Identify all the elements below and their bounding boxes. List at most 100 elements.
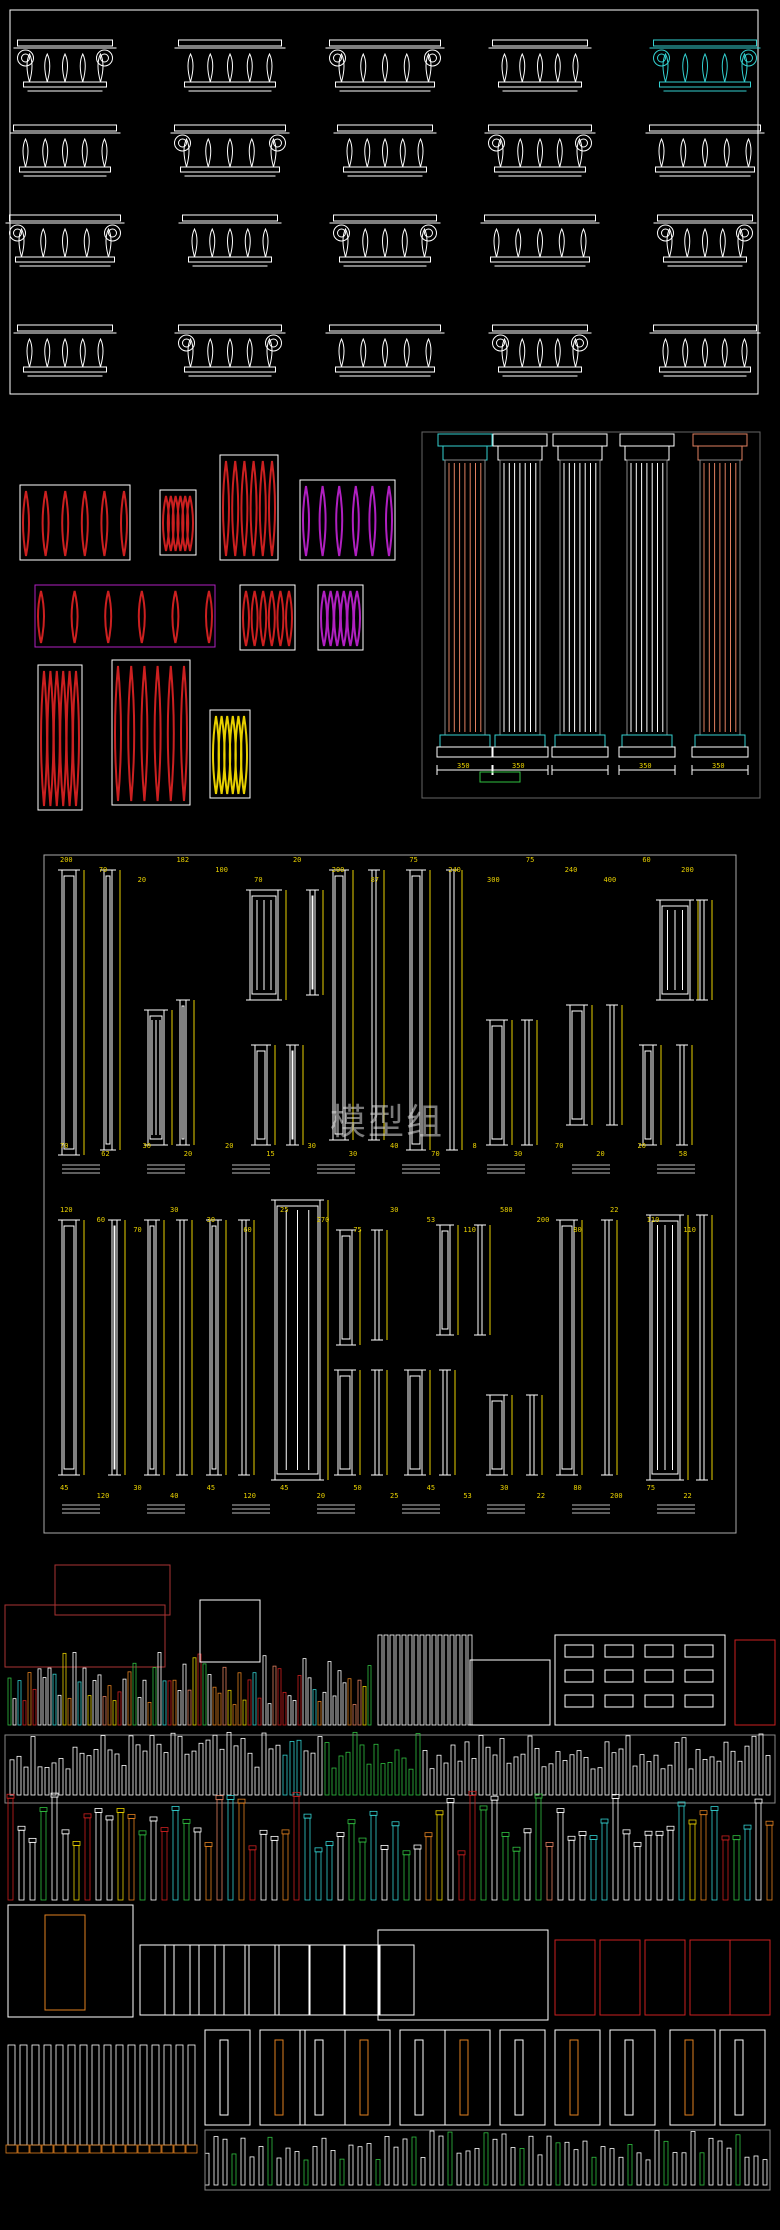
dimension-label: 300 bbox=[487, 876, 500, 884]
ornament-bracket-small bbox=[159, 489, 197, 556]
library-column-icon bbox=[600, 2146, 606, 2186]
acanthus-leaf bbox=[721, 52, 728, 83]
library-column-icon bbox=[167, 1680, 172, 1726]
library-column-icon bbox=[758, 1733, 764, 1796]
library-column-icon bbox=[352, 1704, 357, 1726]
dimension-label: 80 bbox=[573, 1484, 581, 1492]
acanthus-leaf bbox=[209, 227, 216, 258]
column-capital bbox=[692, 433, 748, 447]
library-column-icon bbox=[106, 1819, 113, 1901]
pilaster-outline bbox=[699, 1214, 705, 1481]
full-column bbox=[618, 433, 676, 775]
library-column-icon bbox=[689, 1823, 696, 1901]
pilaster-inner bbox=[256, 1050, 266, 1140]
acanthus-leaf bbox=[207, 337, 214, 368]
capital-drawing bbox=[174, 324, 286, 377]
ornament-scroll bbox=[317, 584, 364, 651]
library-column-icon bbox=[348, 2144, 354, 2186]
dimension-label: 58 bbox=[679, 1150, 687, 1158]
library-column-icon bbox=[47, 1667, 52, 1726]
library-column-icon bbox=[175, 2044, 184, 2146]
library-capital-icon bbox=[684, 1644, 714, 1658]
library-column-cap bbox=[149, 1816, 158, 1822]
acanthus-leaf bbox=[338, 337, 345, 368]
column-capital-neck bbox=[442, 445, 488, 461]
library-column-icon bbox=[247, 1752, 253, 1796]
pilaster-inner bbox=[411, 875, 421, 1145]
column-plinth bbox=[491, 746, 549, 758]
acanthus-leaf bbox=[493, 227, 500, 258]
library-detail-box bbox=[214, 1944, 250, 2016]
capital-drawing bbox=[174, 39, 286, 92]
library-column-icon bbox=[303, 1750, 309, 1796]
library-column-icon bbox=[387, 1761, 393, 1796]
library-column-icon bbox=[65, 1768, 71, 1796]
library-column-icon bbox=[32, 1688, 37, 1726]
volute-left-inner bbox=[496, 338, 505, 348]
library-column-cap bbox=[182, 1818, 191, 1824]
volute-left bbox=[333, 224, 350, 242]
library-column-icon bbox=[449, 1634, 455, 1726]
library-column-icon bbox=[513, 1850, 520, 1901]
library-sheet-column bbox=[414, 2039, 424, 2116]
library-column-icon bbox=[192, 1657, 197, 1726]
library-column-icon bbox=[485, 1746, 491, 1796]
library-column-icon bbox=[240, 2137, 246, 2186]
acanthus-leaf bbox=[191, 227, 198, 258]
pilaster-outline bbox=[241, 1219, 247, 1476]
acanthus-leaf bbox=[382, 227, 388, 258]
library-column-base bbox=[65, 2144, 78, 2154]
dimension-label: 30 bbox=[207, 1216, 215, 1224]
library-column-icon bbox=[645, 2159, 651, 2186]
library-column-cap bbox=[358, 1837, 367, 1843]
library-column-icon bbox=[177, 1735, 183, 1796]
dimension-label: 20 bbox=[596, 1150, 604, 1158]
library-column-icon bbox=[414, 1848, 421, 1901]
library-column-cap bbox=[622, 1829, 631, 1835]
library-column-icon bbox=[17, 1680, 22, 1726]
capital-abacus bbox=[649, 124, 761, 132]
acanthus-leaf bbox=[576, 137, 583, 168]
library-column-cap bbox=[534, 1793, 543, 1799]
library-column-icon bbox=[688, 1768, 694, 1796]
library-column-icon bbox=[42, 1677, 47, 1726]
library-column-icon bbox=[29, 1841, 36, 1901]
ornament-leaf bbox=[127, 665, 136, 802]
pilaster-elevation bbox=[329, 869, 354, 1141]
acanthus-leaf bbox=[537, 137, 543, 168]
pilaster-outline bbox=[529, 1394, 535, 1476]
dimension-label: 45 bbox=[60, 1484, 68, 1492]
pilaster-elevation bbox=[286, 1044, 304, 1146]
capital-drawing bbox=[333, 124, 437, 177]
library-column-icon bbox=[730, 1750, 736, 1796]
library-column-icon bbox=[702, 1758, 708, 1796]
library-column-icon bbox=[77, 1681, 82, 1726]
library-column-icon bbox=[79, 1752, 85, 1796]
acanthus-leaf bbox=[346, 137, 353, 168]
library-column-icon bbox=[16, 1755, 22, 1796]
library-column-icon bbox=[546, 2135, 552, 2186]
pilaster-elevation bbox=[108, 1219, 126, 1476]
library-column-icon bbox=[139, 1834, 146, 1901]
pilaster-elevation bbox=[526, 1394, 543, 1476]
column-capital-neck bbox=[697, 445, 743, 461]
library-column-icon bbox=[366, 1763, 372, 1796]
ornament-leaf bbox=[59, 670, 68, 807]
capital-drawing bbox=[13, 324, 117, 377]
pilaster-elevation bbox=[676, 1044, 693, 1146]
dimension-label: 53 bbox=[427, 1216, 435, 1224]
library-column-icon bbox=[612, 1798, 619, 1901]
library-column-icon bbox=[384, 2136, 390, 2186]
library-sheet-box bbox=[499, 2029, 546, 2126]
library-column-icon bbox=[142, 1679, 147, 1726]
library-detail-box bbox=[164, 1944, 200, 2016]
dimension-label: 75 bbox=[353, 1226, 361, 1234]
library-column-icon bbox=[27, 1672, 32, 1726]
library-column-icon bbox=[297, 1675, 302, 1726]
acanthus-leaf bbox=[403, 52, 410, 83]
acanthus-leaf bbox=[662, 52, 669, 83]
library-column-icon bbox=[717, 2140, 723, 2186]
library-column-icon bbox=[72, 1746, 78, 1796]
capital-drawing bbox=[649, 39, 761, 92]
acanthus-leaf bbox=[262, 227, 269, 258]
